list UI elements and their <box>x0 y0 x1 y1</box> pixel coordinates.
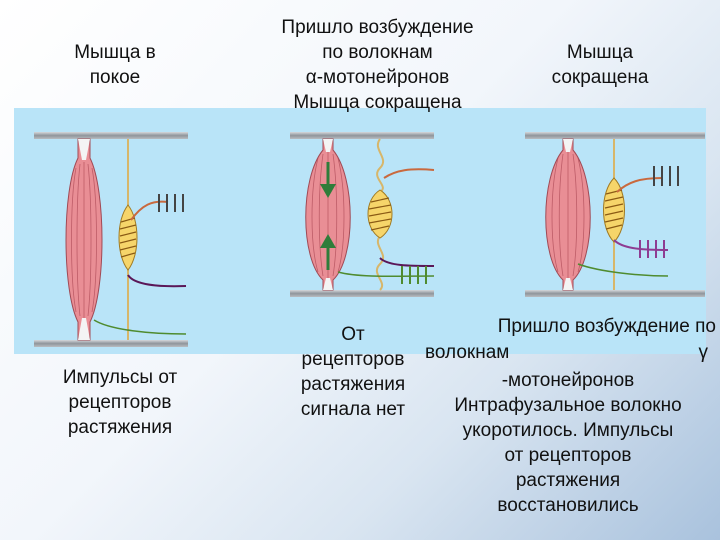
gamma-nerve <box>337 271 435 278</box>
impulse-marks-icon <box>158 194 184 212</box>
muscle-spindle-icon <box>118 204 138 271</box>
alpha-nerve <box>379 257 435 267</box>
bottom-bone-bar <box>290 290 434 297</box>
gamma-caption-line2-left: волокнам <box>425 342 510 363</box>
alpha-caption: От рецепторов растяжения сигнала нет <box>300 324 406 420</box>
gamma-title: Мышца сокращена <box>551 42 649 88</box>
muscle-fiber-icon <box>65 138 103 341</box>
impulse-marks-icon <box>401 266 427 284</box>
stretch-arrow-icon <box>320 162 336 270</box>
bottom-bone-bar <box>34 340 188 347</box>
top-bone-bar <box>290 132 434 139</box>
gamma-caption-line1: Пришло возбуждение по <box>497 316 716 337</box>
gamma-nerve <box>93 319 187 335</box>
muscle-fiber-icon <box>545 138 591 291</box>
rest-title: Мышца в покое <box>74 42 156 88</box>
gamma-caption-rest: -мотонейронов Интрафузальное волокно уко… <box>454 370 682 516</box>
alpha-title: Пришло возбуждение по волокнам α-мотоней… <box>281 17 474 113</box>
gamma-nerve <box>613 239 669 251</box>
bottom-bone-bar <box>525 290 705 297</box>
sensory-nerve <box>383 168 435 179</box>
gamma-caption-line2-right: γ <box>698 342 709 363</box>
alpha-nerve <box>127 274 187 288</box>
top-bone-bar <box>525 132 705 139</box>
sensory-nerve <box>616 177 663 193</box>
muscle-spindle-icon <box>603 177 625 243</box>
panel-alpha <box>290 132 435 297</box>
sensory-nerve <box>130 200 169 221</box>
panel-gamma <box>525 132 705 297</box>
panel-rest <box>34 132 188 347</box>
impulse-marks-icon <box>653 166 679 186</box>
impulse-marks-icon <box>639 240 665 258</box>
top-bone-bar <box>34 132 188 139</box>
muscle-spindle-icon <box>367 189 393 239</box>
alpha-nerve <box>577 263 669 277</box>
rest-caption: Импульсы от рецепторов растяжения <box>62 367 178 438</box>
